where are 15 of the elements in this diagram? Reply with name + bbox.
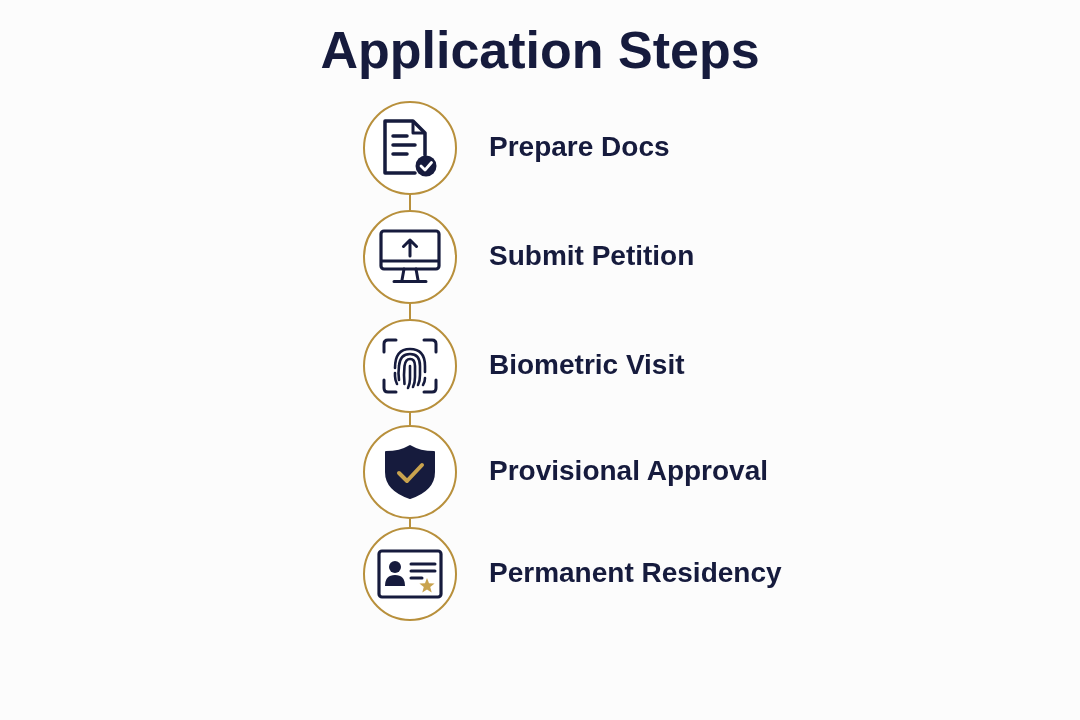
step-label: Prepare Docs <box>489 131 670 163</box>
step-circle <box>363 101 457 195</box>
step-label: Submit Petition <box>489 240 695 272</box>
step-circle <box>363 319 457 413</box>
title: Application Steps <box>320 20 760 80</box>
connector-line <box>409 194 411 211</box>
step-circle <box>363 210 457 304</box>
step-circle <box>363 527 457 621</box>
connector-line <box>409 518 411 528</box>
connector-line <box>409 303 411 320</box>
step-label: Provisional Approval <box>489 455 769 487</box>
step-circle <box>363 425 457 519</box>
step-label: Permanent Residency <box>489 557 782 589</box>
step-label: Biometric Visit <box>489 349 685 381</box>
connector-line <box>409 412 411 426</box>
